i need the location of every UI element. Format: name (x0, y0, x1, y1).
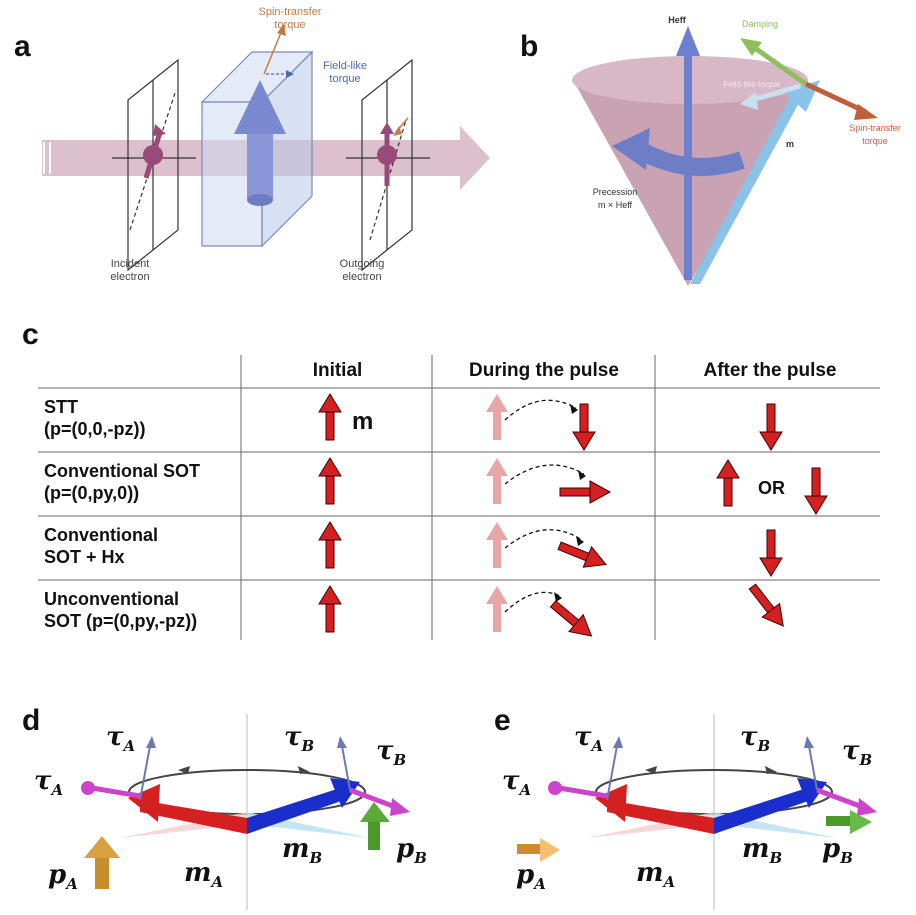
panel-c-letter: c (22, 318, 39, 351)
tau-a-e-label-e: τA (502, 766, 532, 800)
tau-b-fl-label: τB (740, 722, 771, 756)
torque-arrows-a (263, 24, 294, 78)
tau-a-e-arrow-e (558, 785, 608, 799)
tau-b-e-label: τB (376, 736, 407, 770)
panel-d-letter: d (22, 704, 41, 737)
spin-transfer-label-b: Spin-transfer torque (849, 123, 901, 146)
or-label: OR (758, 478, 785, 498)
tau-b-e-label-e: τB (842, 736, 873, 770)
field-like-label-b: Field-like torque (723, 80, 781, 89)
m-label-c: m (352, 408, 374, 435)
row-label-main: Conventional (44, 525, 159, 545)
panel-b-letter: b (520, 30, 539, 63)
p-b-label-e: pB (822, 834, 853, 868)
header-initial: Initial (312, 360, 363, 381)
header-during: During the pulse (469, 360, 619, 381)
p-b-arrow-e (826, 810, 872, 834)
panel-e-letter: e (494, 704, 511, 737)
magnetization-arrow (234, 80, 286, 206)
row-label-conv-sot-hx: Conventional SOT + Hx (44, 524, 158, 568)
header-after: After the pulse (703, 360, 837, 381)
p-a-label: pA (48, 860, 78, 894)
p-a-label-e: pA (516, 860, 546, 894)
p-b-label: pB (396, 834, 427, 868)
torque-arrows-b (740, 38, 878, 120)
tau-b-e-arrow-e (816, 787, 866, 811)
tau-b-e-arrow (349, 787, 399, 811)
row-label-main: Conventional SOT (44, 461, 201, 481)
m-b-label: mB (282, 834, 323, 868)
m-b-arrow (247, 788, 344, 834)
tau-a-fl-arrow (606, 745, 618, 801)
p-a-arrow (84, 836, 120, 889)
row-label-sub: SOT + Hx (44, 547, 125, 567)
m-a-label-e: mA (636, 858, 676, 892)
tau-b-dl-arrow (341, 745, 351, 791)
heff-label: Heff (668, 15, 686, 25)
incident-label: Incident electron (110, 258, 150, 283)
m-a-arrow-e (607, 800, 714, 834)
row-label-stt: STT (p=(0,0,-pz)) (44, 396, 146, 440)
panel-a-letter: a (14, 30, 31, 63)
row-label-sub: SOT (p=(0,py,-pz)) (44, 611, 198, 631)
p-a-arrow-e (517, 838, 560, 862)
tau-a-dl-arrow (139, 745, 151, 801)
m-b-arrow-e (714, 788, 811, 834)
row-label-conv-sot: Conventional SOT (p=(0,py,0)) (44, 460, 200, 504)
tau-b-fl-arrow (808, 745, 818, 791)
m-a-label: mA (184, 858, 224, 892)
tau-a-e-label: τA (34, 766, 64, 800)
precession-arrow (635, 142, 745, 177)
row-label-main: STT (44, 397, 78, 417)
p-b-arrow (360, 802, 390, 850)
tau-a-dl-label: τA (106, 722, 136, 756)
m-a-arrow (140, 800, 247, 834)
row-label-unconv-sot: Unconventional SOT (p=(0,py,-pz)) (44, 588, 197, 632)
field-like-label-a: Field-like torque (322, 60, 367, 85)
spin-transfer-label-a: Spin-transfer torque (258, 6, 322, 31)
outgoing-spin (377, 117, 409, 186)
m-label-b: m (785, 139, 794, 149)
outgoing-label: Outgoing electron (339, 258, 385, 283)
precession-arrow-head (612, 128, 650, 170)
row-label-sub: (p=(0,py,0)) (44, 483, 140, 503)
row-label-sub: (p=(0,0,-pz)) (44, 419, 146, 439)
damping-label: Damping (741, 19, 779, 29)
precession-label: Precession m × Heff (592, 187, 638, 210)
tau-b-dl-label: τB (284, 722, 315, 756)
row-label-main: Unconventional (44, 589, 180, 609)
incident-spin (143, 124, 166, 179)
tau-a-e-arrow (91, 785, 141, 799)
tau-a-fl-label: τA (574, 722, 604, 756)
m-b-label-e: mB (742, 834, 783, 868)
